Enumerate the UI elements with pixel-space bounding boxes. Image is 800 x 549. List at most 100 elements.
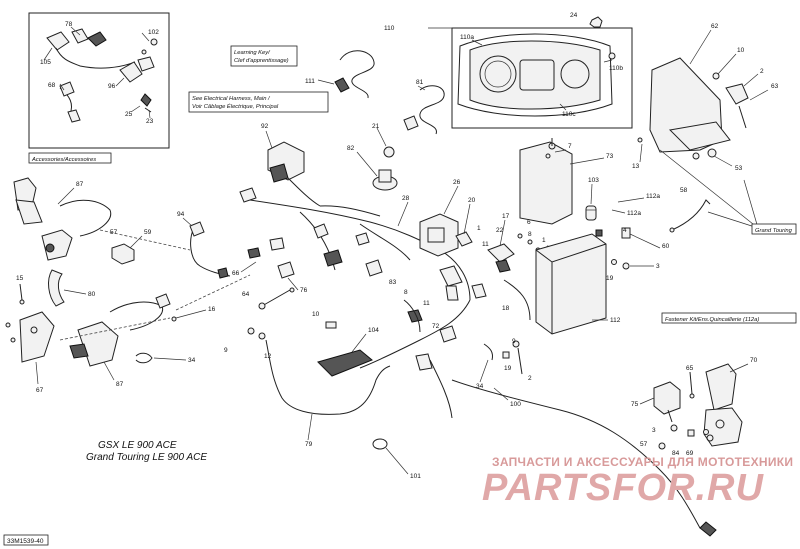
callout-1-right: 1: [542, 237, 546, 244]
learning-key-cable: [317, 50, 375, 99]
callout-101: 101: [410, 473, 421, 480]
callout-34-left: 34: [188, 357, 196, 364]
callout-19-center: 19: [504, 365, 512, 372]
callout-65: 65: [686, 365, 694, 372]
callout-8-left: 8: [404, 289, 408, 296]
callout-72: 72: [432, 323, 440, 330]
callout-9-left: 9: [224, 347, 228, 354]
callout-73: 73: [606, 153, 614, 160]
callout-104: 104: [368, 327, 379, 334]
callout-81: 81: [416, 79, 424, 86]
callout-57-left: 57: [110, 229, 118, 236]
ground-cable-79: [265, 339, 391, 415]
callout-67: 67: [36, 387, 44, 394]
learning-key-caption-1: Learning Key/: [234, 50, 271, 56]
callout-19-right: 19: [606, 275, 614, 282]
callout-22: 22: [496, 227, 504, 234]
callout-16: 16: [208, 306, 216, 313]
callout-34-right: 34: [476, 383, 484, 390]
callout-58: 58: [680, 187, 688, 194]
harness-caption-2: Voir Câblage Électrique, Principal: [192, 103, 279, 110]
callout-70: 70: [750, 357, 758, 364]
callout-18: 18: [502, 305, 510, 312]
callout-110: 110: [384, 25, 395, 32]
module-104: [317, 349, 373, 377]
callout-105: 105: [40, 59, 51, 66]
relay-59: [111, 243, 135, 265]
cable-94: [189, 221, 231, 279]
callout-69: 69: [686, 450, 694, 457]
callout-6: 6: [527, 219, 531, 226]
callout-25: 25: [125, 111, 133, 118]
bracket-73: [517, 138, 573, 253]
callout-3-lower: 3: [652, 427, 656, 434]
fastener-kit-caption: Fastener Kit/Ens.Quincaillerie (112a): [665, 317, 759, 323]
relay-75: [653, 381, 681, 423]
callout-75: 75: [631, 401, 639, 408]
callout-62: 62: [711, 23, 719, 30]
callout-110a: 110a: [460, 34, 474, 41]
callout-64: 64: [242, 291, 250, 298]
callout-26: 26: [453, 179, 461, 186]
callout-110b: 110b: [609, 65, 623, 72]
callout-11-a: 11: [482, 241, 489, 248]
callout-15: 15: [16, 275, 24, 282]
watermark-tagline: ЗАПЧАСТИ И АКСЕССУАРЫ ДЛЯ МОТОТЕХНИКИ: [492, 455, 793, 469]
learning-key-caption-2: Clef d'apprentissage): [234, 58, 289, 64]
callout-94: 94: [177, 211, 185, 218]
callout-53: 53: [735, 165, 743, 172]
handlebar-switch-87-bottom: [69, 293, 171, 367]
callout-28: 28: [402, 195, 410, 202]
callout-111: 111: [305, 78, 315, 85]
watermark-logo: PARTSFOR.RU: [482, 467, 764, 509]
grand-touring-caption: Grand Touring: [755, 228, 793, 234]
callout-13: 13: [632, 163, 640, 170]
callout-3-right: 3: [656, 263, 660, 270]
battery-112: [535, 227, 631, 335]
callout-24: 24: [570, 12, 578, 19]
part-103: [585, 205, 597, 221]
callout-110c: 110c: [562, 111, 576, 118]
callout-60: 60: [662, 243, 670, 250]
callout-57-right: 57: [640, 441, 648, 448]
callout-78: 78: [65, 21, 73, 28]
callout-112a-top: 112a: [646, 193, 660, 200]
callout-83: 83: [389, 279, 397, 286]
cable-64: [258, 287, 295, 310]
accessories-caption: Accessories/Accessoires: [31, 157, 96, 163]
callout-84: 84: [672, 450, 680, 457]
callout-1-left: 1: [477, 225, 481, 232]
callout-59: 59: [144, 229, 152, 236]
callout-103: 103: [588, 177, 599, 184]
switch-82: [372, 169, 398, 191]
callout-9-right: 9: [512, 338, 516, 345]
callout-66: 66: [232, 270, 240, 277]
handlebar-switch-87-top: [13, 177, 112, 261]
callout-68: 68: [48, 82, 56, 89]
accessories-inset: [28, 12, 170, 149]
nut-24: [589, 16, 603, 28]
callout-79: 79: [305, 441, 313, 448]
actuator-70: [703, 363, 743, 447]
callout-17: 17: [502, 213, 510, 220]
callout-100: 100: [510, 401, 521, 408]
callout-4: 4: [623, 227, 627, 234]
callout-10-upper: 10: [737, 47, 745, 54]
callout-12: 12: [264, 353, 272, 360]
callout-87-bottom: 87: [116, 381, 124, 388]
callout-23: 23: [146, 118, 154, 125]
callout-76: 76: [300, 287, 308, 294]
callout-10-lower: 10: [312, 311, 320, 318]
bracket-62: [637, 57, 749, 160]
harness-caption-1: See Electrical Harness, Main /: [192, 96, 271, 102]
callout-8-right: 8: [528, 231, 532, 238]
callout-7: 7: [568, 143, 572, 150]
callout-112: 112: [610, 317, 621, 324]
callout-92: 92: [261, 123, 269, 130]
callout-112a-bottom: 112a: [627, 210, 641, 217]
callout-20: 20: [468, 197, 476, 204]
callout-102: 102: [148, 29, 159, 36]
gauge-cluster-inset: [428, 27, 633, 129]
callout-63: 63: [771, 83, 779, 90]
